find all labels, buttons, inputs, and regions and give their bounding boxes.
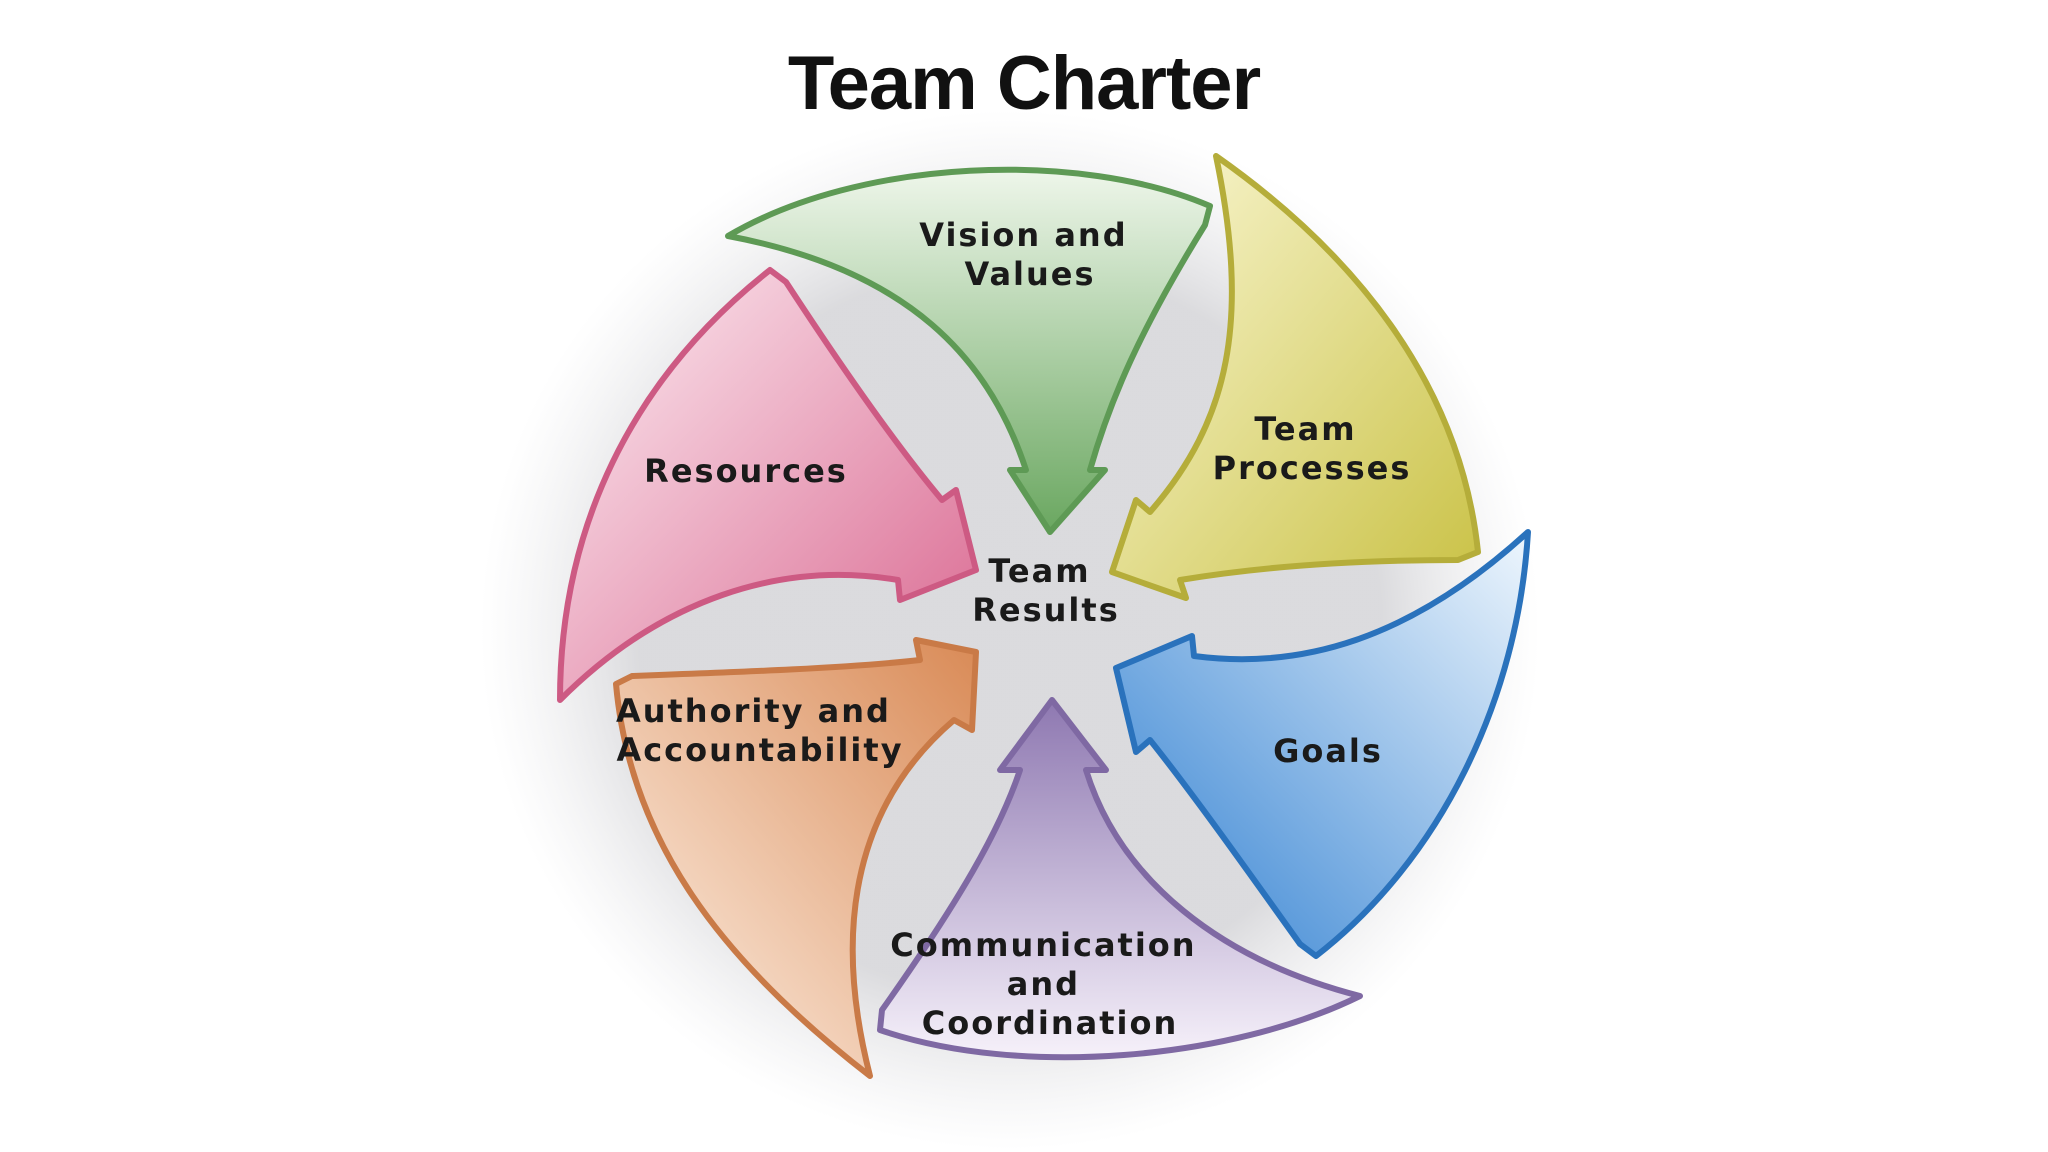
svg-text:Authority and Accountabi: Authority and Accountability [616,692,904,769]
svg-text:Team Processes: Team Processes [1213,410,1412,487]
center-label-line1: Team [988,552,1090,590]
label-resources: Resources [644,452,848,490]
svg-text:Vision and Values: Vision and Values [919,216,1141,293]
segment-goals: Goals [1113,529,1531,959]
segment-communication-and-coordination: Communication and Coordination [877,697,1363,1061]
label-goals: Goals [1273,732,1383,770]
label-authority-line2: Accountability [616,731,903,769]
label-communication-line1: Communication [890,926,1196,964]
label-processes-line2: Processes [1213,449,1412,487]
arrow-team-processes [1109,153,1481,601]
arrow-goals [1113,529,1531,959]
svg-text:Goals: Goals [1273,732,1383,770]
segment-vision-and-values: Vision and Values [725,166,1213,535]
center-label: Team Results [972,552,1119,629]
label-authority-line1: Authority and [616,692,891,730]
label-processes-line1: Team [1254,410,1356,448]
center-label-line2: Results [972,591,1119,629]
arrow-vision-and-values [725,166,1213,535]
svg-text:Communication and: Communication and Coordination [890,926,1209,1042]
arrow-resources [557,267,979,703]
label-communication-line3: Coordination [922,1004,1179,1042]
label-vision-line2: Values [964,255,1095,293]
segment-authority-and-accountability: Authority and Accountability [613,637,979,1079]
label-vision-line1: Vision and [919,216,1127,254]
arrow-authority-and-accountability [613,637,979,1079]
arrow-communication-and-coordination [877,697,1363,1061]
svg-text:Resources: Resources [644,452,848,490]
segment-team-processes: Team Processes [1109,153,1481,601]
label-communication-line2: and [1007,965,1080,1003]
segment-resources: Resources [557,267,979,703]
